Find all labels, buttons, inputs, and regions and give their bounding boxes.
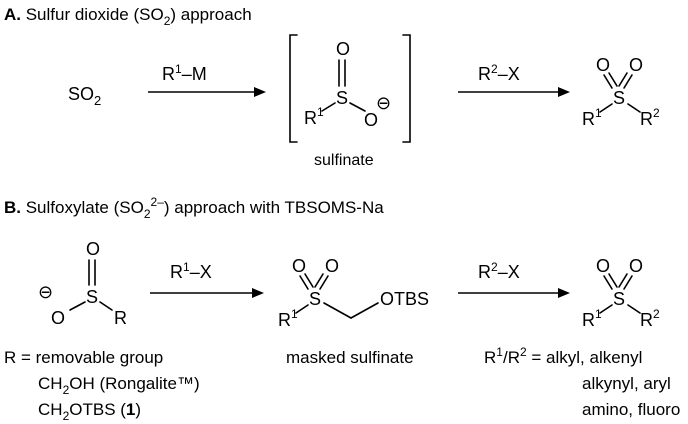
product-a-SO1-b (608, 72, 618, 87)
product-b-R2: R2 (640, 307, 660, 330)
product-b-SO1-a (603, 275, 613, 290)
product-a-SO2-b (618, 72, 628, 87)
sulfinate-O-bond (349, 102, 366, 112)
start-R: R (114, 308, 127, 328)
product-a-R1: R1 (582, 106, 602, 129)
product-a-O2: O (629, 55, 643, 75)
product-a-R1-bond (599, 103, 613, 113)
start-O-top: O (86, 239, 100, 259)
sulfinate-O-top: O (336, 39, 350, 59)
so2-reactant: SO2 (68, 84, 101, 108)
start-R-bond (99, 301, 113, 311)
masked-R-bond (295, 304, 309, 314)
section-b-title: B. Sulfoxylate (SO22–) approach with TBS… (4, 195, 384, 221)
arrow-b2-head (558, 288, 570, 298)
product-b-S: S (613, 289, 625, 309)
sulfinate-S: S (336, 88, 348, 108)
sulfinate-R1: R1 (304, 105, 324, 128)
legend-right-line2: alkynyl, aryl (582, 374, 671, 393)
arrow-b2-reagent: R2–X (478, 260, 520, 282)
product-b-SO1-b (608, 273, 618, 288)
product-a-R2-bond (627, 103, 641, 113)
arrow-a1-reagent: R1–M (162, 62, 207, 84)
sulfinate-caption: sulfinate (314, 152, 374, 169)
masked-O2: O (325, 256, 339, 276)
product-b-R1: R1 (582, 307, 602, 330)
product-a-R2: R2 (640, 106, 660, 129)
sulfinate-R-bond (321, 102, 336, 112)
product-b-R2-bond (627, 304, 641, 314)
arrow-a1-head (254, 87, 266, 97)
legend-left-line2: CH2OH (Rongalite™) (38, 374, 200, 397)
arrow-a2-reagent: R2–X (478, 62, 520, 84)
legend-right-line1: R1/R2 = alkyl, alkenyl (484, 345, 642, 367)
product-b-R1-bond (599, 304, 613, 314)
start-charge: ⊖ (38, 282, 53, 302)
masked-SO1-b (304, 273, 314, 288)
masked-CH2-bond-1 (323, 302, 352, 319)
product-b-SO2-a (623, 275, 633, 290)
masked-S: S (309, 289, 321, 309)
sulfinate-charge: ⊖ (376, 93, 391, 113)
product-b-O2: O (629, 256, 643, 276)
masked-O1: O (292, 256, 306, 276)
product-a-S: S (613, 88, 625, 108)
masked-SO1-a (299, 275, 309, 290)
legend-left-line1: R = removable group (4, 348, 163, 367)
product-a-SO1-a (603, 74, 613, 89)
masked-SO2-a (319, 275, 329, 290)
masked-CH2-bond-2 (350, 302, 379, 319)
product-b-O1: O (596, 256, 610, 276)
start-S: S (86, 287, 98, 307)
masked-OTBS: OTBS (380, 289, 429, 309)
masked-caption: masked sulfinate (286, 348, 414, 367)
start-O-bond (69, 301, 86, 311)
masked-SO2-b (314, 273, 324, 288)
masked-R1: R1 (278, 307, 298, 330)
start-O-minus: O (51, 308, 65, 328)
sulfinate-O-minus: O (364, 110, 378, 130)
section-a-title: A. Sulfur dioxide (SO2) approach (4, 5, 252, 28)
product-b-SO2-b (618, 273, 628, 288)
product-a-SO2-a (623, 74, 633, 89)
legend-right-line3: amino, fluoro (582, 400, 680, 419)
left-bracket (289, 34, 298, 143)
product-a-O1: O (596, 55, 610, 75)
right-bracket (402, 34, 411, 143)
arrow-b1-head (252, 288, 264, 298)
legend-left-line3: CH2OTBS (1) (38, 400, 141, 423)
arrow-a2-head (558, 87, 570, 97)
arrow-b1-reagent: R1–X (170, 260, 212, 282)
